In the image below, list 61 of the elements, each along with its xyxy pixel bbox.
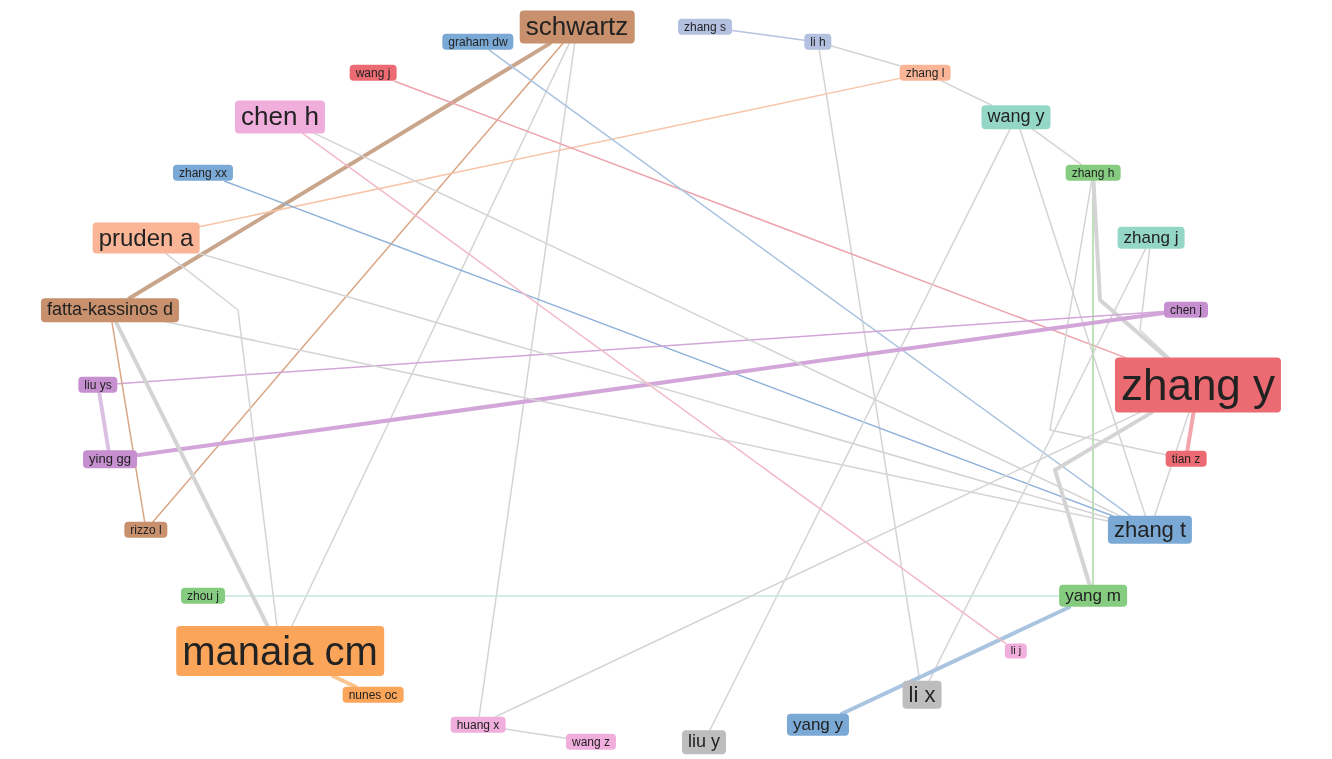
co-authorship-line <box>478 42 576 718</box>
co-authorship-line <box>1031 128 1083 166</box>
co-authorship-line <box>504 728 567 739</box>
co-authorship-line <box>152 42 564 523</box>
author-label: ying gg <box>83 450 137 468</box>
co-authorship-line <box>1185 410 1196 453</box>
author-label: wang y <box>981 105 1051 129</box>
co-authorship-line <box>731 29 806 41</box>
author-label: liu y <box>682 730 726 754</box>
author-label: chen h <box>234 100 326 134</box>
co-authorship-line <box>830 45 901 67</box>
author-label: graham dw <box>442 33 514 51</box>
co-authorship-line <box>1019 128 1147 517</box>
co-authorship-line <box>198 77 901 228</box>
author-label: wang z <box>566 733 616 751</box>
author-label: fatta-kassinos d <box>40 298 180 322</box>
author-label: wang j <box>349 64 397 82</box>
co-authorship-line <box>224 595 1060 597</box>
co-authorship-line <box>224 180 1114 517</box>
author-label: yang m <box>1059 584 1127 608</box>
co-authorship-line <box>1139 248 1170 359</box>
co-authorship-line <box>928 248 1147 682</box>
author-label: li x <box>902 680 942 710</box>
co-authorship-line <box>839 605 1072 716</box>
author-label: rizzo l <box>124 521 168 539</box>
co-authorship-line <box>393 80 1127 359</box>
author-label: zhang h <box>1065 164 1121 182</box>
co-authorship-line <box>291 42 570 627</box>
co-authorship-line <box>1091 179 1169 360</box>
author-label: zhang t <box>1107 515 1193 545</box>
co-authorship-line <box>164 252 278 627</box>
co-authorship-line <box>97 391 111 453</box>
author-label: li j <box>1004 643 1028 659</box>
co-authorship-line <box>709 128 1011 731</box>
author-label: zhou j <box>181 587 225 605</box>
author-label: li h <box>804 33 832 51</box>
author-label: zhang l <box>899 64 951 82</box>
author-label: huang x <box>450 716 506 734</box>
co-authorship-line <box>1053 410 1154 587</box>
co-authorship-line <box>314 132 1121 517</box>
author-label: nunes oc <box>342 686 404 704</box>
co-authorship-line <box>111 321 146 523</box>
co-authorship-line <box>941 80 993 106</box>
co-authorship-line <box>488 49 1132 517</box>
author-label: zhang xx <box>173 164 233 182</box>
author-label: tian z <box>1165 450 1207 468</box>
co-authorship-line <box>127 41 552 301</box>
co-authorship-line <box>494 411 1141 718</box>
author-label: manaia cm <box>176 626 384 676</box>
author-label: liu ys <box>78 376 118 394</box>
author-label: pruden a <box>92 222 200 254</box>
author-label: yang y <box>786 713 850 737</box>
co-authorship-line <box>1049 180 1167 456</box>
co-authorship-line <box>302 132 1007 645</box>
author-label: chen j <box>1164 301 1208 319</box>
author-label: zhang s <box>678 18 732 36</box>
author-label: zhang y <box>1114 357 1282 413</box>
co-authorship-line <box>330 674 358 689</box>
author-label: zhang j <box>1117 226 1185 250</box>
author-label: schwartz <box>519 10 635 44</box>
co-authorship-line <box>198 252 1109 519</box>
